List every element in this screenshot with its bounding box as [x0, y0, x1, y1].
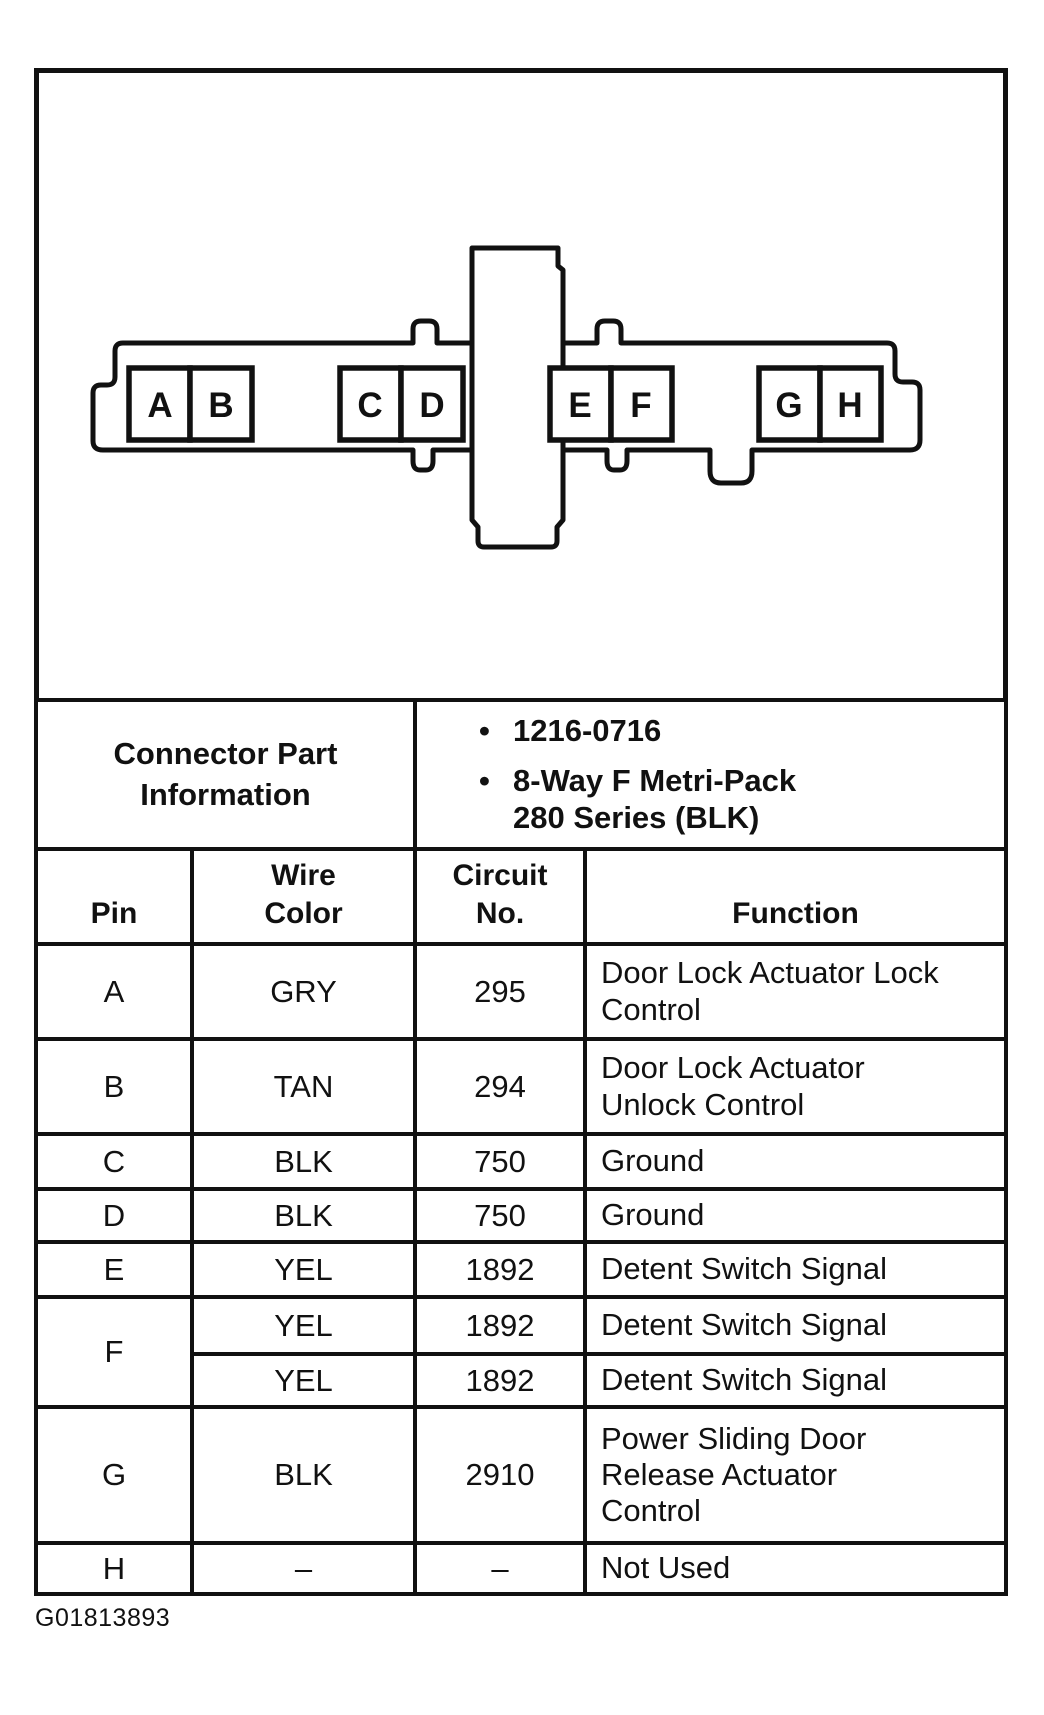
pin-letter-d: D	[419, 386, 444, 425]
circuit-no-cell: 294	[417, 1041, 583, 1132]
connector-diagram: A B C D E F G H	[90, 245, 923, 550]
wire-color-cell: YEL	[194, 1299, 413, 1352]
part-info-details: • 1216-0716 • 8-Way F Metri-Pack 280 Ser…	[417, 702, 1004, 847]
pin-cavity-d	[398, 365, 466, 443]
pin-cell: F	[38, 1299, 190, 1405]
pin-letter-b: B	[208, 386, 233, 425]
function-cell: Ground	[587, 1136, 1004, 1187]
wire-color-cell: YEL	[194, 1356, 413, 1405]
wire-color-cell: YEL	[194, 1244, 413, 1295]
wire-color-cell: BLK	[194, 1136, 413, 1187]
pin-letter-e: E	[568, 386, 591, 425]
connector-info-table: Connector Part Information • 1216-0716 •…	[34, 698, 1008, 1596]
circuit-no-cell: 1892	[417, 1299, 583, 1352]
connector-type: 8-Way F Metri-Pack 280 Series (BLK)	[513, 762, 797, 836]
pin-letter-h: H	[837, 386, 862, 425]
col-header-circuit-no: Circuit No.	[417, 851, 583, 942]
circuit-no-cell: 750	[417, 1136, 583, 1187]
pin-cavity-e	[547, 365, 614, 443]
function-cell: Ground	[587, 1191, 1004, 1240]
wire-color-cell: TAN	[194, 1041, 413, 1132]
part-number: 1216-0716	[513, 712, 662, 748]
col-header-function: Function	[587, 851, 1004, 942]
part-info-heading: Connector Part Information	[38, 702, 413, 847]
pin-letter-c: C	[357, 386, 382, 425]
pin-cell: E	[38, 1244, 190, 1295]
function-cell: Power Sliding Door Release Actuator Cont…	[587, 1409, 1004, 1541]
connector-mast	[469, 245, 566, 550]
circuit-no-cell: 750	[417, 1191, 583, 1240]
circuit-no-cell: –	[417, 1545, 583, 1592]
function-cell: Detent Switch Signal	[587, 1356, 1004, 1405]
pin-cavity-b	[187, 365, 255, 443]
wire-color-cell: BLK	[194, 1409, 413, 1541]
pin-letter-f: F	[630, 386, 651, 425]
pin-cell: B	[38, 1041, 190, 1132]
pin-cavity-f	[608, 365, 675, 443]
col-header-wire-color: Wire Color	[194, 851, 413, 942]
pin-cell: D	[38, 1191, 190, 1240]
wire-color-cell: BLK	[194, 1191, 413, 1240]
function-cell: Detent Switch Signal	[587, 1244, 1004, 1295]
pin-cell: G	[38, 1409, 190, 1541]
circuit-no-cell: 2910	[417, 1409, 583, 1541]
pin-cavity-h	[817, 365, 884, 443]
pin-letter-a: A	[147, 386, 172, 425]
bullet-icon: •	[479, 712, 490, 748]
circuit-no-cell: 1892	[417, 1244, 583, 1295]
col-header-pin: Pin	[38, 851, 190, 942]
bullet-icon: •	[479, 762, 490, 798]
pin-cell: C	[38, 1136, 190, 1187]
connector-type-item: • 8-Way F Metri-Pack 280 Series (BLK)	[479, 762, 1004, 838]
figure-id-caption: G01813893	[35, 1604, 171, 1632]
function-cell: Door Lock Actuator Unlock Control	[587, 1041, 1004, 1132]
circuit-no-cell: 1892	[417, 1356, 583, 1405]
wire-color-cell: GRY	[194, 946, 413, 1037]
pin-cell: H	[38, 1545, 190, 1592]
pin-cell: A	[38, 946, 190, 1037]
circuit-no-cell: 295	[417, 946, 583, 1037]
wire-color-cell: –	[194, 1545, 413, 1592]
part-number-item: • 1216-0716	[479, 712, 1004, 750]
function-cell: Detent Switch Signal	[587, 1299, 1004, 1352]
function-cell: Door Lock Actuator Lock Control	[587, 946, 1004, 1037]
pin-letter-g: G	[775, 386, 802, 425]
function-cell: Not Used	[587, 1545, 1004, 1592]
pin-cavity-g	[756, 365, 823, 443]
